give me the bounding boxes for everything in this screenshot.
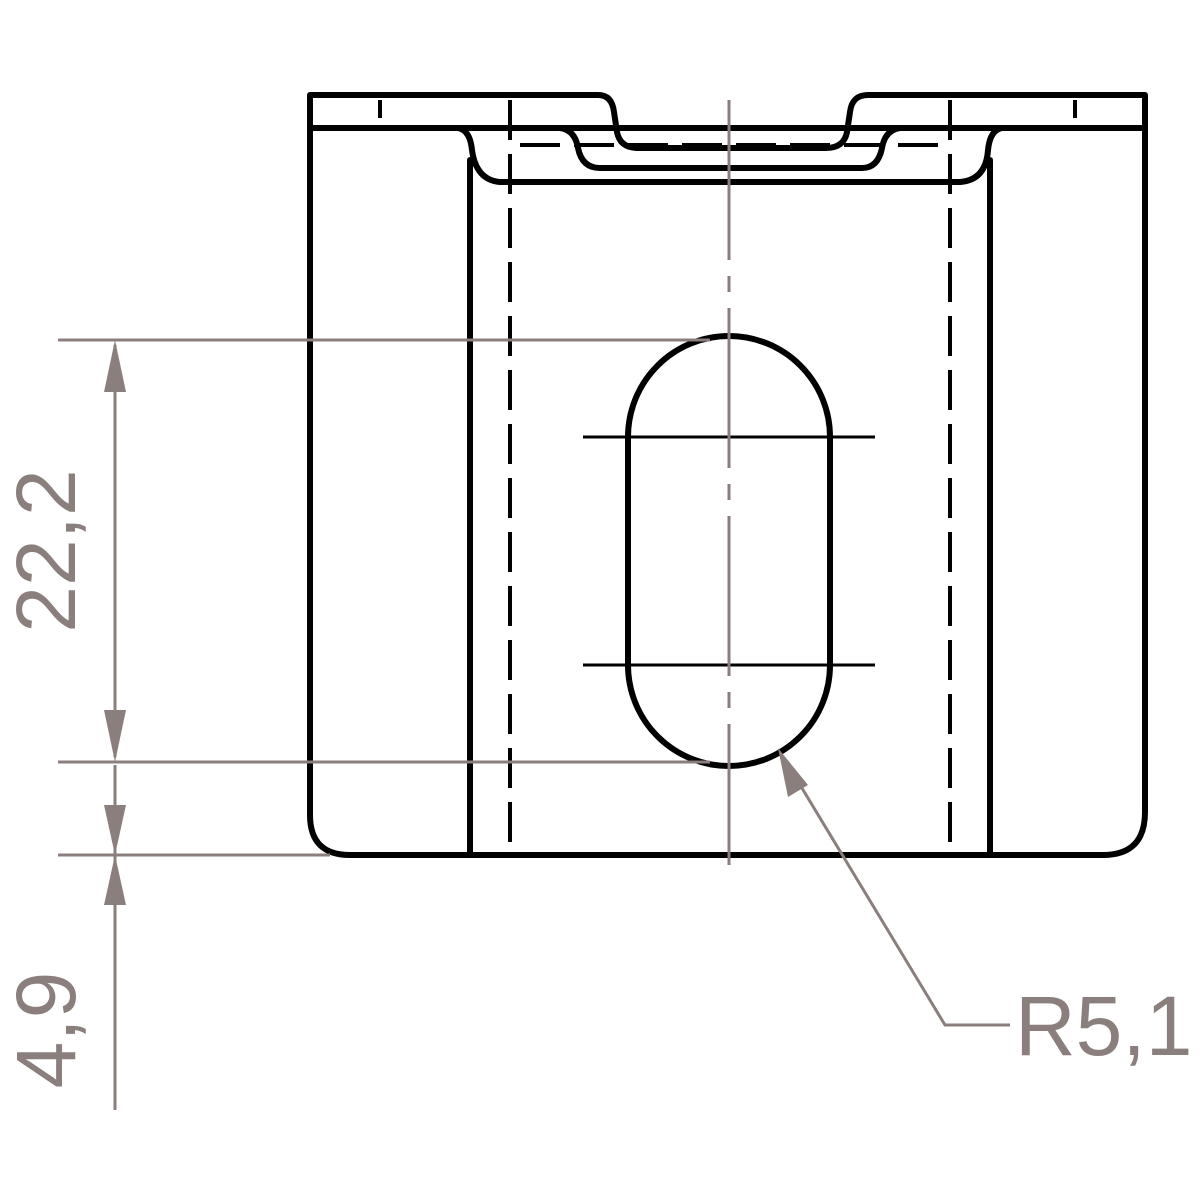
hidden-lines — [378, 100, 1077, 850]
dimension-text-22-2: 22,2 — [0, 469, 93, 633]
radius-arrowhead — [778, 748, 808, 797]
dimension-slot-length: 22,2 — [0, 340, 126, 762]
arrow-up-4-9 — [104, 855, 126, 905]
arrow-down-4-9 — [104, 805, 126, 855]
radius-callout: R5,1 — [778, 748, 1192, 1073]
radius-label: R5,1 — [1015, 979, 1192, 1073]
arrow-up-22-2 — [104, 340, 126, 392]
radius-leader-line — [783, 759, 1010, 1027]
extension-lines — [58, 338, 710, 857]
inner-step-profile — [497, 125, 963, 171]
dimension-text-4-9: 4,9 — [0, 972, 93, 1089]
arrow-down-22-2 — [104, 710, 126, 762]
dimension-bottom-offset: 4,9 — [0, 765, 126, 1110]
